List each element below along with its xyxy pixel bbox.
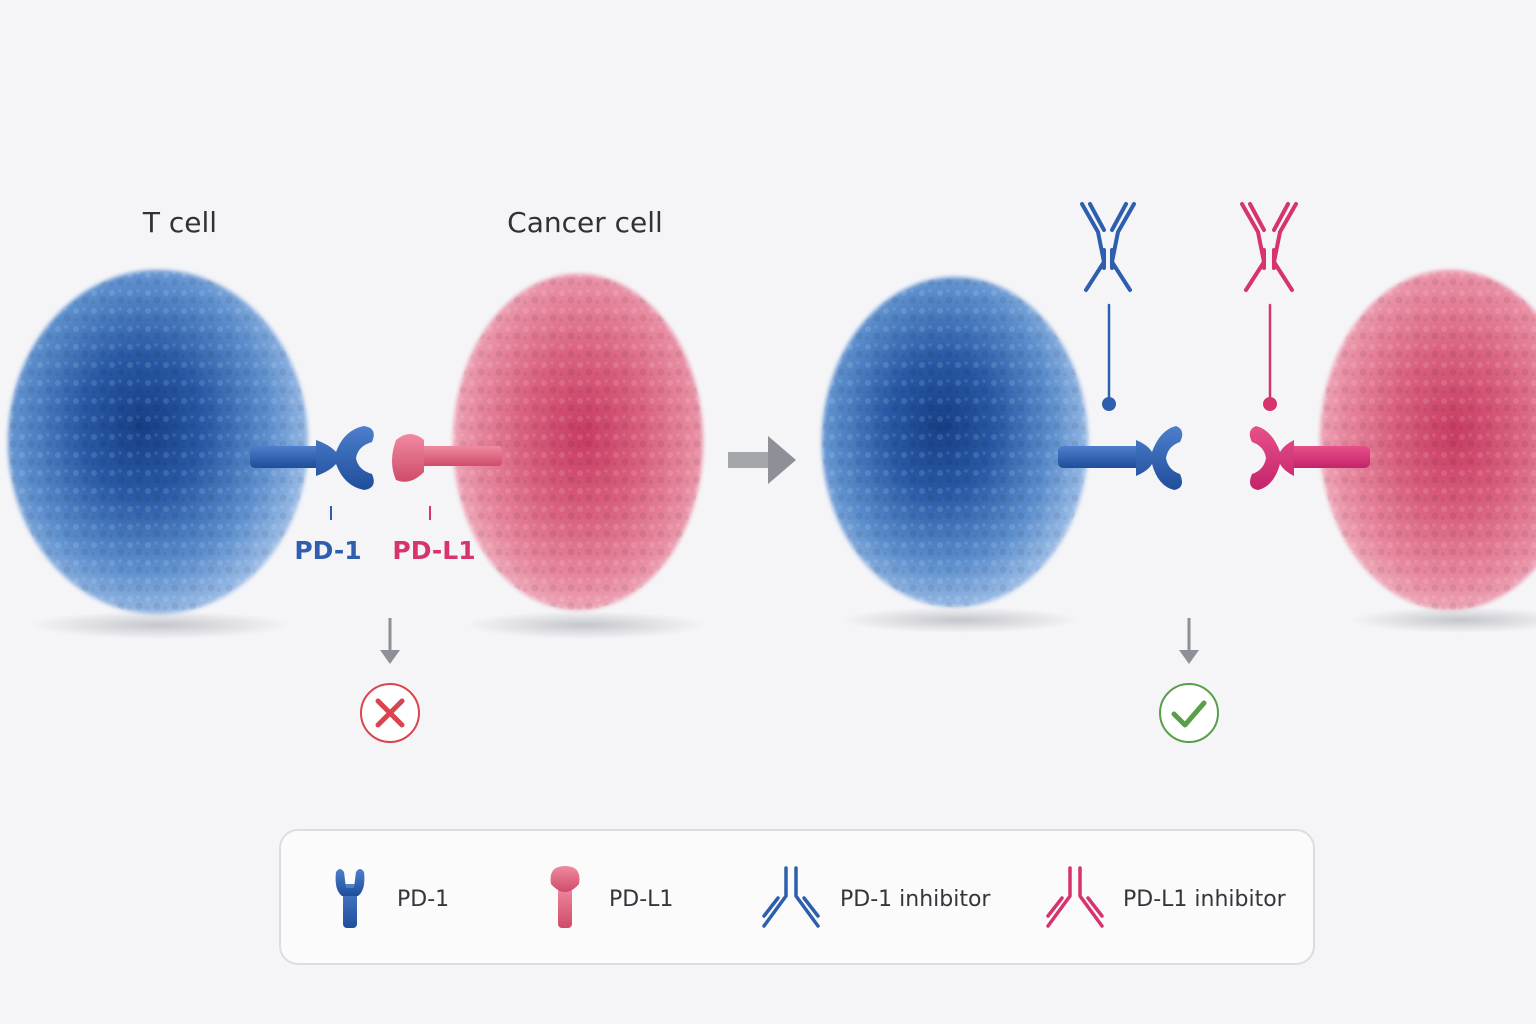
legend-label-pdl1: PD-L1 (609, 887, 673, 912)
cancer-cell-shadow (465, 611, 705, 639)
check-icon (1159, 683, 1219, 743)
pdl1-inhibitor-antibody (1240, 202, 1298, 411)
cancer-cell-right (1320, 270, 1536, 610)
pdl1-ligand-icon (550, 866, 580, 928)
pd1-receptor-icon (335, 869, 365, 928)
pd1-inhibitor-legend-icon (762, 866, 820, 928)
cancer-cell-title: Cancer cell (507, 206, 663, 239)
cancer-cell-left (453, 274, 703, 610)
pd1-receptor-left (250, 426, 374, 490)
pdl1-inhibitor-legend-icon (1046, 866, 1104, 928)
pd1-receptor-right (1058, 426, 1183, 490)
down-arrow-right (1179, 618, 1199, 664)
legend-label-pd1: PD-1 (397, 887, 449, 912)
pdl1-ligand-left (392, 434, 502, 482)
transition-arrow (728, 436, 796, 484)
legend-label-pd1-inhibitor: PD-1 inhibitor (840, 887, 991, 912)
t-cell-shadow-right (840, 607, 1080, 633)
t-cell-right (822, 277, 1088, 607)
right-panel (822, 202, 1536, 743)
t-cell-shadow (30, 611, 290, 639)
pd1-inhibitor-antibody (1080, 202, 1136, 411)
pd1-label: PD-1 (294, 536, 361, 565)
left-panel: T cell Cancer cell PD-1 PD-L1 (8, 206, 705, 743)
t-cell-left (8, 270, 308, 614)
cross-icon (360, 683, 420, 743)
pdl1-label: PD-L1 (392, 536, 475, 565)
pdl1-ligand-right (1249, 426, 1370, 490)
down-arrow-left (380, 618, 400, 664)
legend-label-pdl1-inhibitor: PD-L1 inhibitor (1123, 887, 1287, 912)
cancer-cell-shadow-right (1350, 607, 1536, 633)
legend: PD-1 PD-L1 PD-1 inhibitor PD-L1 inhibito… (279, 829, 1315, 965)
t-cell-title: T cell (142, 206, 217, 239)
